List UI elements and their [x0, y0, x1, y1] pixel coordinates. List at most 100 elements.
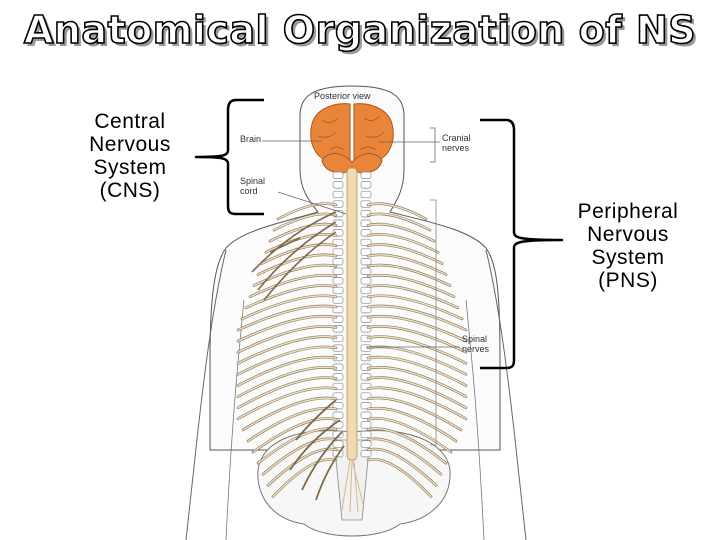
brain-label: Brain	[240, 134, 261, 144]
lumbosacral-plexus-nerve	[301, 431, 343, 491]
vertebra	[332, 248, 344, 256]
cns-label-line: Central	[94, 110, 166, 133]
spinal-nerve	[237, 376, 337, 409]
lumbosacral-plexus-nerve	[315, 445, 345, 501]
vertebra	[332, 440, 344, 448]
brachial-plexus-nerve	[257, 221, 337, 291]
cns-label-line: (CNS)	[99, 179, 161, 202]
vertebra	[360, 440, 372, 448]
spinal-nerve	[267, 448, 337, 487]
spinal-nerve	[367, 335, 467, 365]
spinal-nerve	[237, 335, 337, 365]
spinal-nerve	[249, 274, 337, 298]
spinal-nerve	[367, 427, 447, 464]
spinal-nerve	[237, 346, 337, 376]
spinal-nerves	[236, 202, 468, 501]
vertebra	[360, 258, 372, 266]
spinal-nerves-label-line1: Spinal	[462, 334, 487, 344]
spinal-cord-label-line2: cord	[240, 186, 258, 196]
vertebra	[332, 286, 344, 295]
spinal-nerve	[237, 315, 337, 342]
spinal-nerve	[252, 417, 337, 453]
vertebra	[332, 238, 344, 247]
vertebra	[332, 411, 344, 419]
left-arm-outline	[185, 249, 227, 540]
vertebra	[360, 190, 372, 199]
vertebra	[360, 286, 372, 295]
cns-label: Central Nervous System (CNS)	[68, 110, 192, 202]
spinal-nerve	[367, 356, 467, 387]
vertebra	[360, 171, 372, 179]
vertebra	[360, 450, 372, 458]
vertebra	[360, 296, 372, 304]
vertebra	[360, 411, 372, 419]
spinal-nerve	[237, 366, 337, 398]
spinal-nerve	[245, 284, 337, 309]
cranial-nerves-label-line2: nerves	[442, 143, 470, 153]
spinal-nerve	[367, 223, 435, 242]
figure-bracket-spinal	[430, 199, 437, 446]
pns-label: Peripheral Nervous System (PNS)	[558, 200, 698, 292]
right-arm-inner	[465, 299, 485, 540]
spinal-nerve	[237, 387, 337, 420]
brachial-plexus-nerve	[269, 237, 301, 253]
vertebra	[360, 421, 372, 429]
spinal-nerve	[257, 427, 337, 464]
spinal-nerves-label-line2: nerves	[462, 344, 490, 354]
spinal-nerve	[367, 417, 452, 453]
cranial-nerves-label-line1: Cranial	[442, 133, 471, 143]
spinal-nerve	[237, 305, 337, 331]
spinal-nerve	[367, 325, 467, 353]
vertebra	[332, 171, 344, 179]
spinal-nerve	[261, 243, 337, 265]
spinal-nerve	[241, 295, 337, 320]
right-arm-outline	[485, 249, 527, 540]
vertebra	[332, 277, 344, 285]
figure-bracket-left	[430, 127, 436, 163]
vertebra	[360, 248, 372, 256]
lumbosacral-plexus-nerve	[295, 399, 337, 441]
spinal-nerve	[367, 274, 455, 298]
pns-label-line: Peripheral	[577, 200, 679, 223]
spinal-nerve	[272, 458, 337, 498]
brain-gyri	[317, 115, 385, 151]
vertebral-column	[332, 171, 372, 458]
spinal-nerve	[367, 458, 432, 498]
spinal-nerve	[237, 325, 337, 353]
sacrum	[333, 439, 371, 521]
vertebra	[360, 267, 372, 275]
vertebra	[360, 181, 372, 189]
cns-label-line: Nervous	[89, 133, 171, 156]
spinal-nerve	[367, 438, 442, 476]
spinal-nerve	[277, 202, 337, 220]
vertebra	[360, 402, 372, 410]
lumbosacral-plexus-nerve	[289, 419, 341, 471]
pns-label-line: Nervous	[587, 223, 669, 246]
spinal-nerve	[367, 315, 467, 342]
spinal-cord	[346, 167, 358, 461]
vertebra	[332, 402, 344, 410]
spinal-nerve	[247, 407, 337, 442]
left-arm-inner	[225, 299, 245, 540]
spinal-nerve	[367, 397, 462, 431]
vertebra	[332, 296, 344, 304]
posterior-view-label: Posterior view	[314, 91, 371, 101]
spinal-nerve	[367, 284, 459, 309]
spinal-nerve	[367, 387, 467, 420]
spinal-nerve	[262, 438, 337, 476]
vertebra	[332, 190, 344, 199]
vertebra	[360, 430, 372, 439]
spinal-cord-label-line1: Spinal	[240, 176, 265, 186]
spinal-nerve	[367, 366, 467, 398]
spinal-nerve	[367, 202, 427, 220]
vertebra	[332, 258, 344, 266]
vertebra	[332, 267, 344, 275]
slide-title: Anatomical Organization of NS	[23, 7, 697, 53]
spinal-nerve	[253, 264, 337, 287]
spinal-nerve	[367, 295, 463, 320]
spinal-nerve	[237, 356, 337, 387]
vertebra	[360, 277, 372, 285]
spinal-nerve	[367, 243, 443, 265]
vertebra	[360, 238, 372, 247]
